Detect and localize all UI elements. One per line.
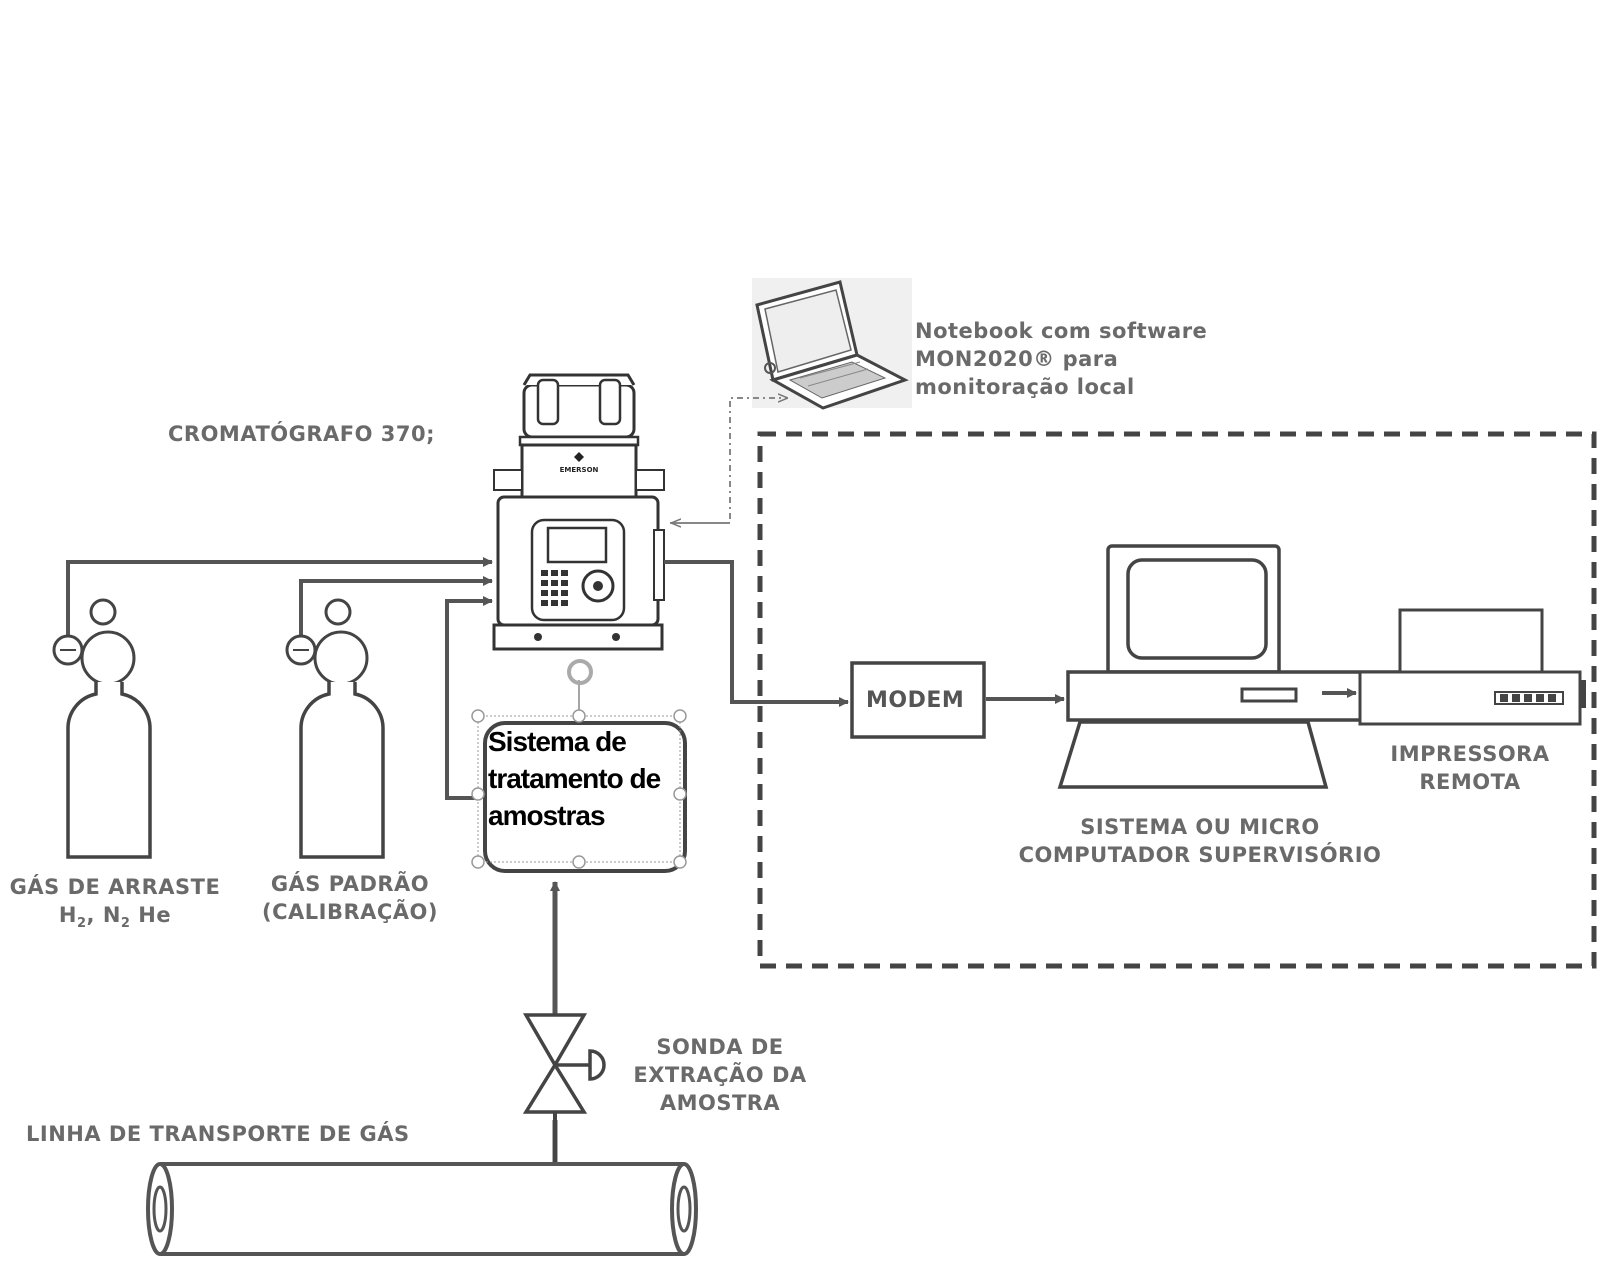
notebook-label-line-1: Notebook com software <box>915 319 1208 343</box>
valve-icon <box>522 1013 606 1164</box>
n-subscript: 2 <box>120 916 131 932</box>
probe-label-line-2: EXTRAÇÃO DA <box>633 1063 807 1087</box>
n-text: , N <box>86 903 121 927</box>
pipeline-label: LINHA DE TRANSPORTE DE GÁS <box>26 1122 410 1146</box>
sample-system-label: Sistema de tratamento de amostras <box>488 723 668 834</box>
modem-label: MODEM <box>866 688 965 713</box>
notebook-link <box>670 398 787 524</box>
probe-label: SONDA DE EXTRAÇÃO DA AMOSTRA <box>615 1033 825 1117</box>
standard-gas-label-line-2: (CALIBRAÇÃO) <box>262 900 438 924</box>
supervisory-label-line-1: SISTEMA OU MICRO <box>1080 815 1320 839</box>
probe-label-line-1: SONDA DE <box>656 1035 784 1059</box>
printer-label-line-2: REMOTA <box>1419 770 1521 794</box>
sample-system-box <box>471 659 687 873</box>
computer-icon <box>1057 544 1402 789</box>
notebook-label-line-2: MON2020® para <box>915 347 1119 371</box>
standard-gas-label: GÁS PADRÃO (CALIBRAÇÃO) <box>250 870 450 926</box>
carrier-gas-cylinder-icon <box>52 598 152 859</box>
standard-gas-cylinder-icon <box>285 598 385 859</box>
pipeline-icon <box>146 1162 698 1256</box>
probe-label-line-3: AMOSTRA <box>659 1091 781 1115</box>
he-text: He <box>130 903 172 927</box>
supervisory-boundary <box>757 431 1597 969</box>
supervisory-label-line-2: COMPUTADOR SUPERVISÓRIO <box>1018 843 1382 867</box>
h-subscript: 2 <box>76 916 87 932</box>
emerson-logo: EMERSON <box>560 466 599 474</box>
printer-label: IMPRESSORA REMOTA <box>1370 740 1570 796</box>
chromatograph-icon <box>492 373 665 651</box>
standard-gas-line <box>299 576 493 650</box>
carrier-gas-label-line-2: H2, N2 He <box>0 901 230 938</box>
sample-return-line <box>445 596 493 800</box>
chromatograph-label: CROMATÓGRAFO 370; <box>168 422 436 446</box>
supervisory-label: SISTEMA OU MICRO COMPUTADOR SUPERVISÓRIO <box>1000 813 1400 869</box>
sample-system-line-1: Sistema de <box>488 726 627 757</box>
notebook-label: Notebook com software MON2020® para moni… <box>915 317 1207 401</box>
carrier-gas-label-line-1: GÁS DE ARRASTE <box>9 875 221 899</box>
carrier-gas-line <box>66 557 493 650</box>
carrier-gas-label: GÁS DE ARRASTE H2, N2 He <box>0 873 230 938</box>
notebook-label-line-3: monitoração local <box>915 375 1135 399</box>
printer-icon <box>1358 608 1586 726</box>
sample-system-line-3: amostras <box>488 800 606 831</box>
h-text: H <box>58 903 77 927</box>
printer-label-line-1: IMPRESSORA <box>1390 742 1550 766</box>
sample-system-line-2: tratamento de <box>488 763 661 794</box>
notebook-icon <box>752 278 912 410</box>
modem-box <box>850 661 986 739</box>
output-line <box>664 560 849 707</box>
standard-gas-label-line-1: GÁS PADRÃO <box>270 872 430 896</box>
